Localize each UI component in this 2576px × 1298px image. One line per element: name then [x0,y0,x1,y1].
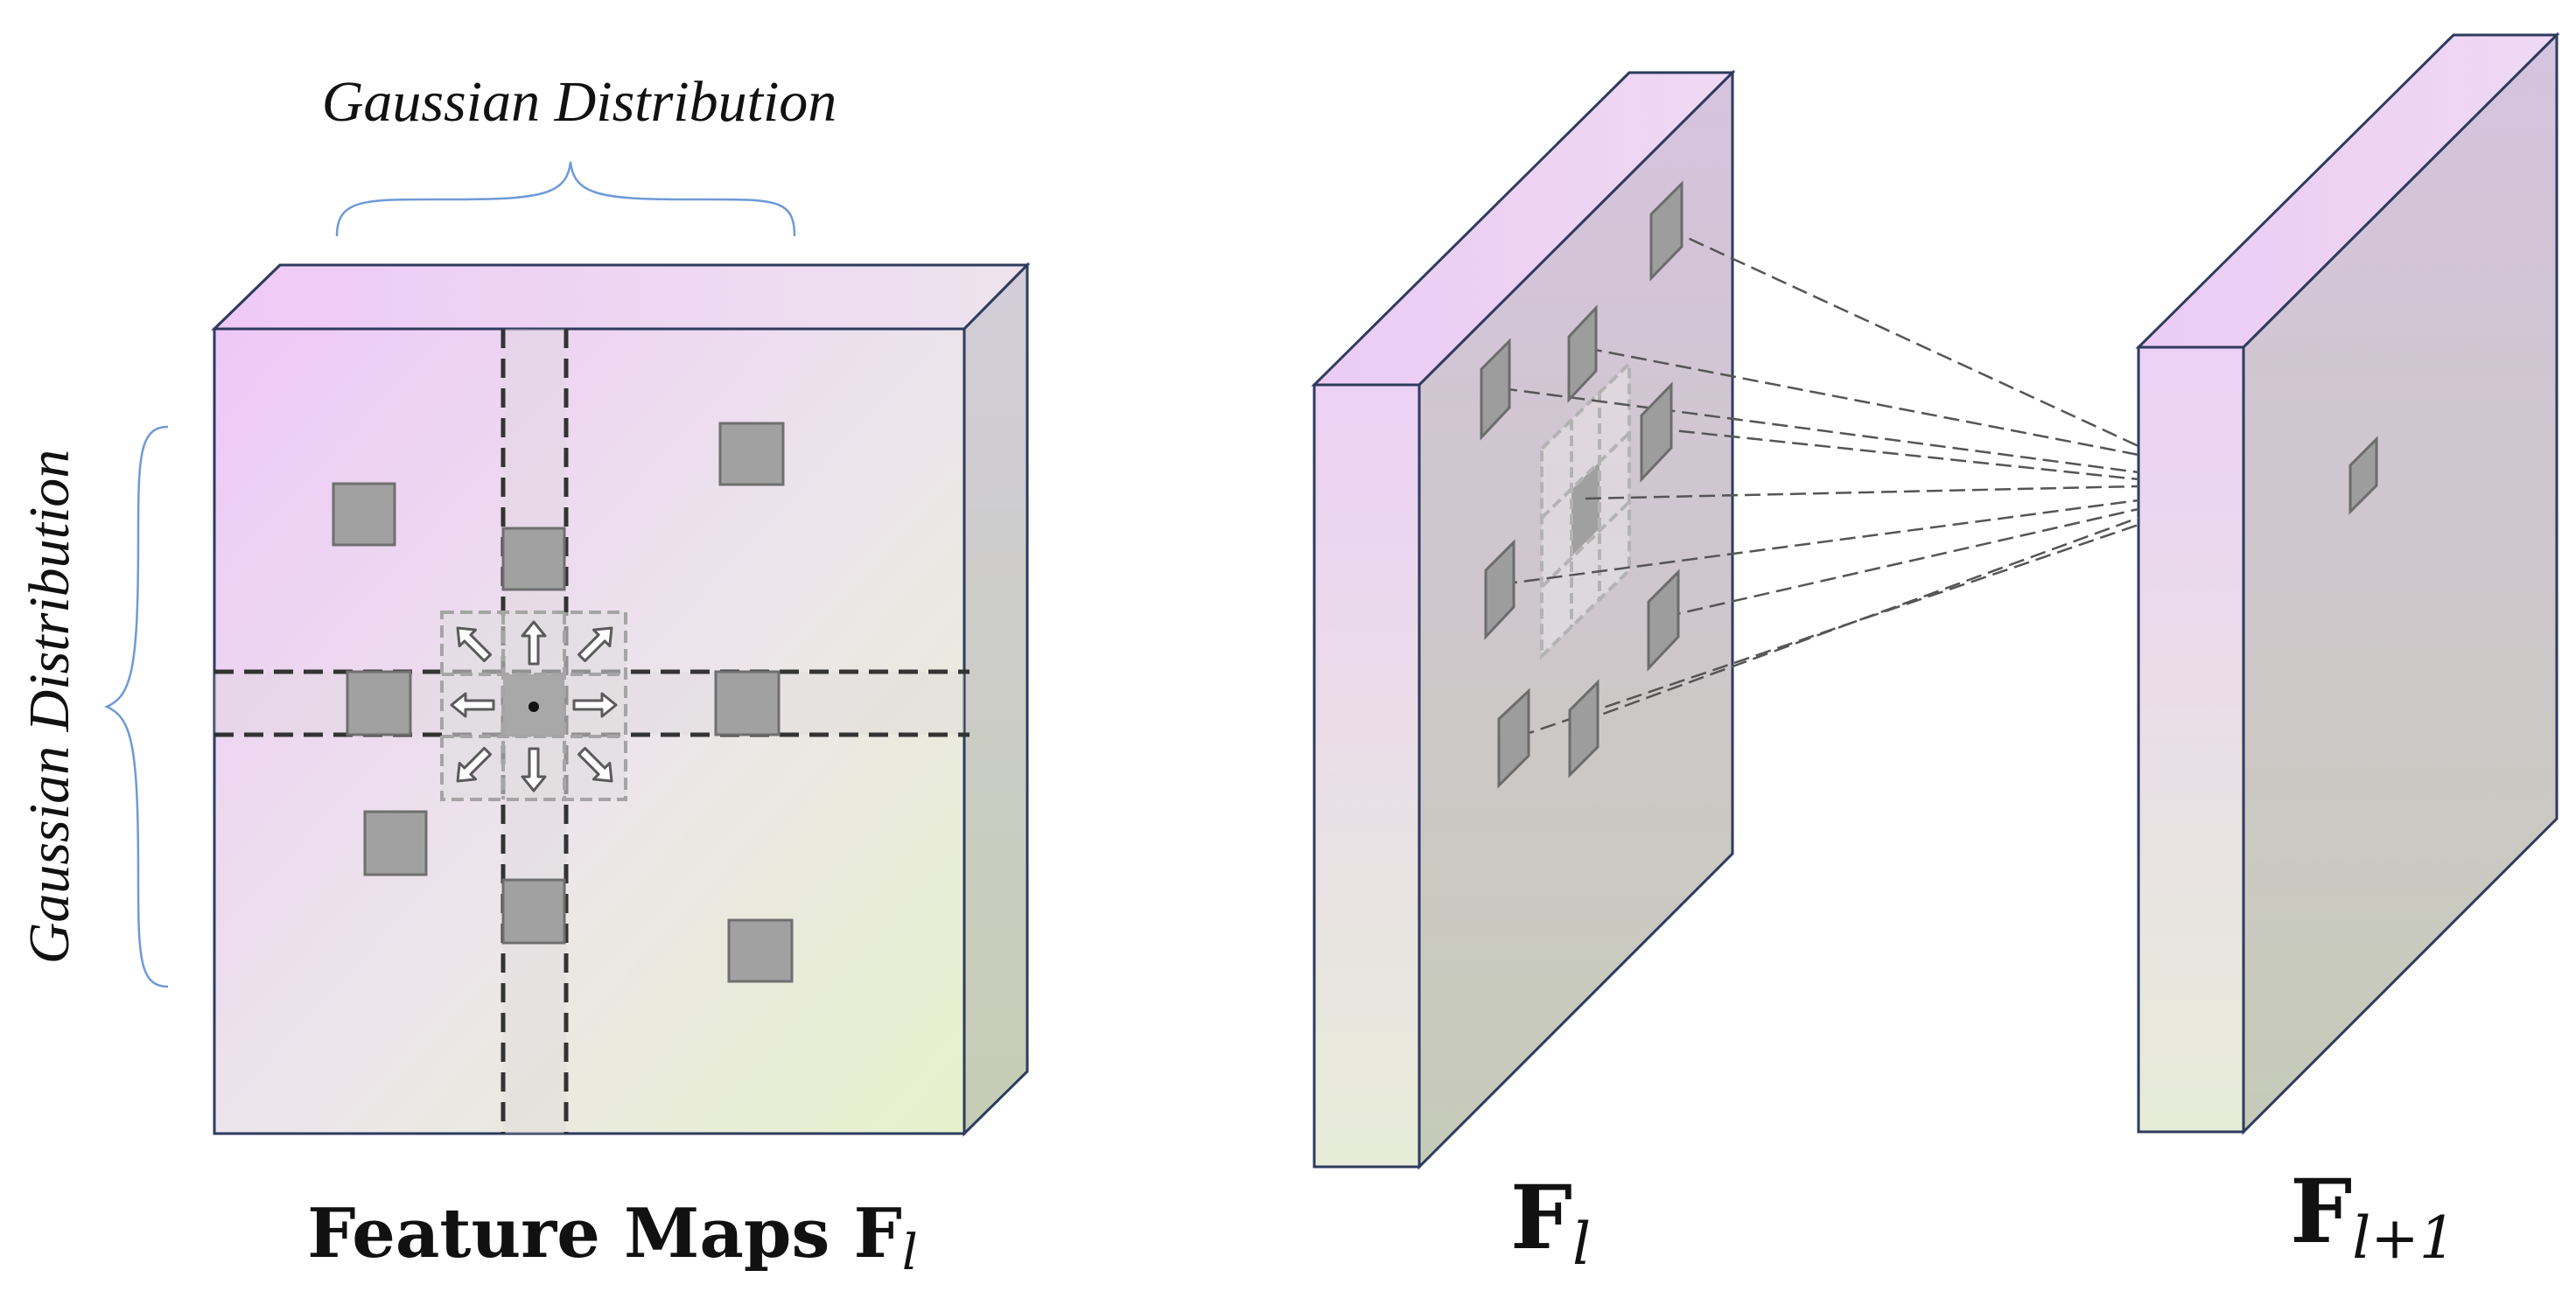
top-brace-label: Gaussian Distribution [322,70,837,134]
feature-square [1484,539,1516,640]
kernel-grid [440,611,627,801]
layer-l1-front-face [2137,345,2245,1134]
layer-l1-slab [2135,31,2560,1135]
feature-square [1568,679,1600,778]
feature-square [1647,569,1680,672]
arrow-right-icon [572,692,618,718]
feature-square [1480,338,1511,441]
feature-square [346,670,412,736]
block-top-face-front [211,263,1031,331]
feature-squares [332,422,794,983]
connector-lines [1501,227,2139,738]
block-side-face [962,262,1029,1137]
feature-square [501,878,566,945]
arrow-up-right-icon [577,626,613,663]
feature-square [1497,687,1530,789]
feature-square [363,810,428,876]
feature-square [332,482,396,547]
output-square [2348,436,2378,515]
feature-square [718,422,785,486]
skewed-kernel-center [1572,462,1600,556]
feature-square [727,918,794,983]
feature-square [1649,180,1684,282]
feature-square [1640,381,1673,483]
arrow-left-icon [450,692,495,718]
side-brace [103,425,169,988]
kernel-center-dot [528,701,539,712]
left-panel: Gaussian Distribution Gaussian Distribut… [18,70,1031,1281]
layer-l1-label: Fl+1 [2290,1160,2455,1272]
feature-square [714,670,780,736]
left-caption: Feature Maps Fl [307,1194,918,1281]
top-brace [335,161,796,237]
arrow-down-icon [521,747,547,792]
skewed-kernel-grid [1540,359,1631,660]
arrow-up-icon [521,620,547,666]
feature-square [501,527,566,591]
layer-l-front-face [1312,383,1421,1169]
layer-l-squares [1480,180,1684,789]
right-panel: Fl Fl+1 [1311,31,2560,1278]
side-brace-label: Gaussian Distribution [18,450,81,965]
arrow-down-left-icon [456,746,493,783]
feature-square [1567,304,1598,403]
arrow-down-right-icon [577,746,613,783]
arrow-up-left-icon [456,626,493,663]
layer-l-label: Fl [1510,1166,1591,1278]
